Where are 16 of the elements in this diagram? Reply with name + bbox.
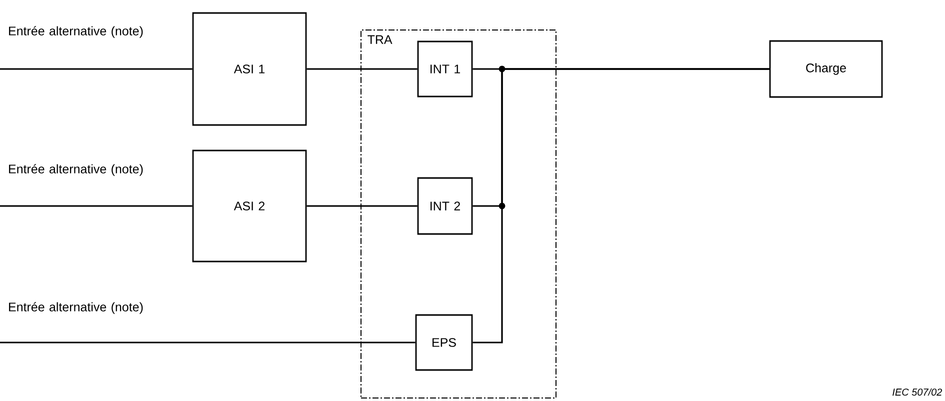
block-box: EPS [415, 314, 473, 371]
connector-line [0, 68, 192, 70]
connector-line [306, 68, 418, 70]
input-label: Entrée alternative (note) [9, 164, 143, 176]
block-box: ASI 1 [192, 12, 307, 126]
block-box: Charge [769, 40, 883, 98]
block-box: INT 1 [417, 40, 473, 98]
connector-line [0, 205, 192, 207]
input-label: Entrée alternative (note) [9, 26, 143, 38]
connector-line [306, 205, 418, 207]
input-label: Entrée alternative (note) [9, 302, 143, 314]
block-box: INT 2 [417, 177, 473, 235]
connector-line [0, 342, 416, 344]
connector-line [472, 68, 770, 344]
block-box: ASI 2 [192, 150, 307, 262]
figure-reference: IEC 507/02 [892, 388, 942, 396]
